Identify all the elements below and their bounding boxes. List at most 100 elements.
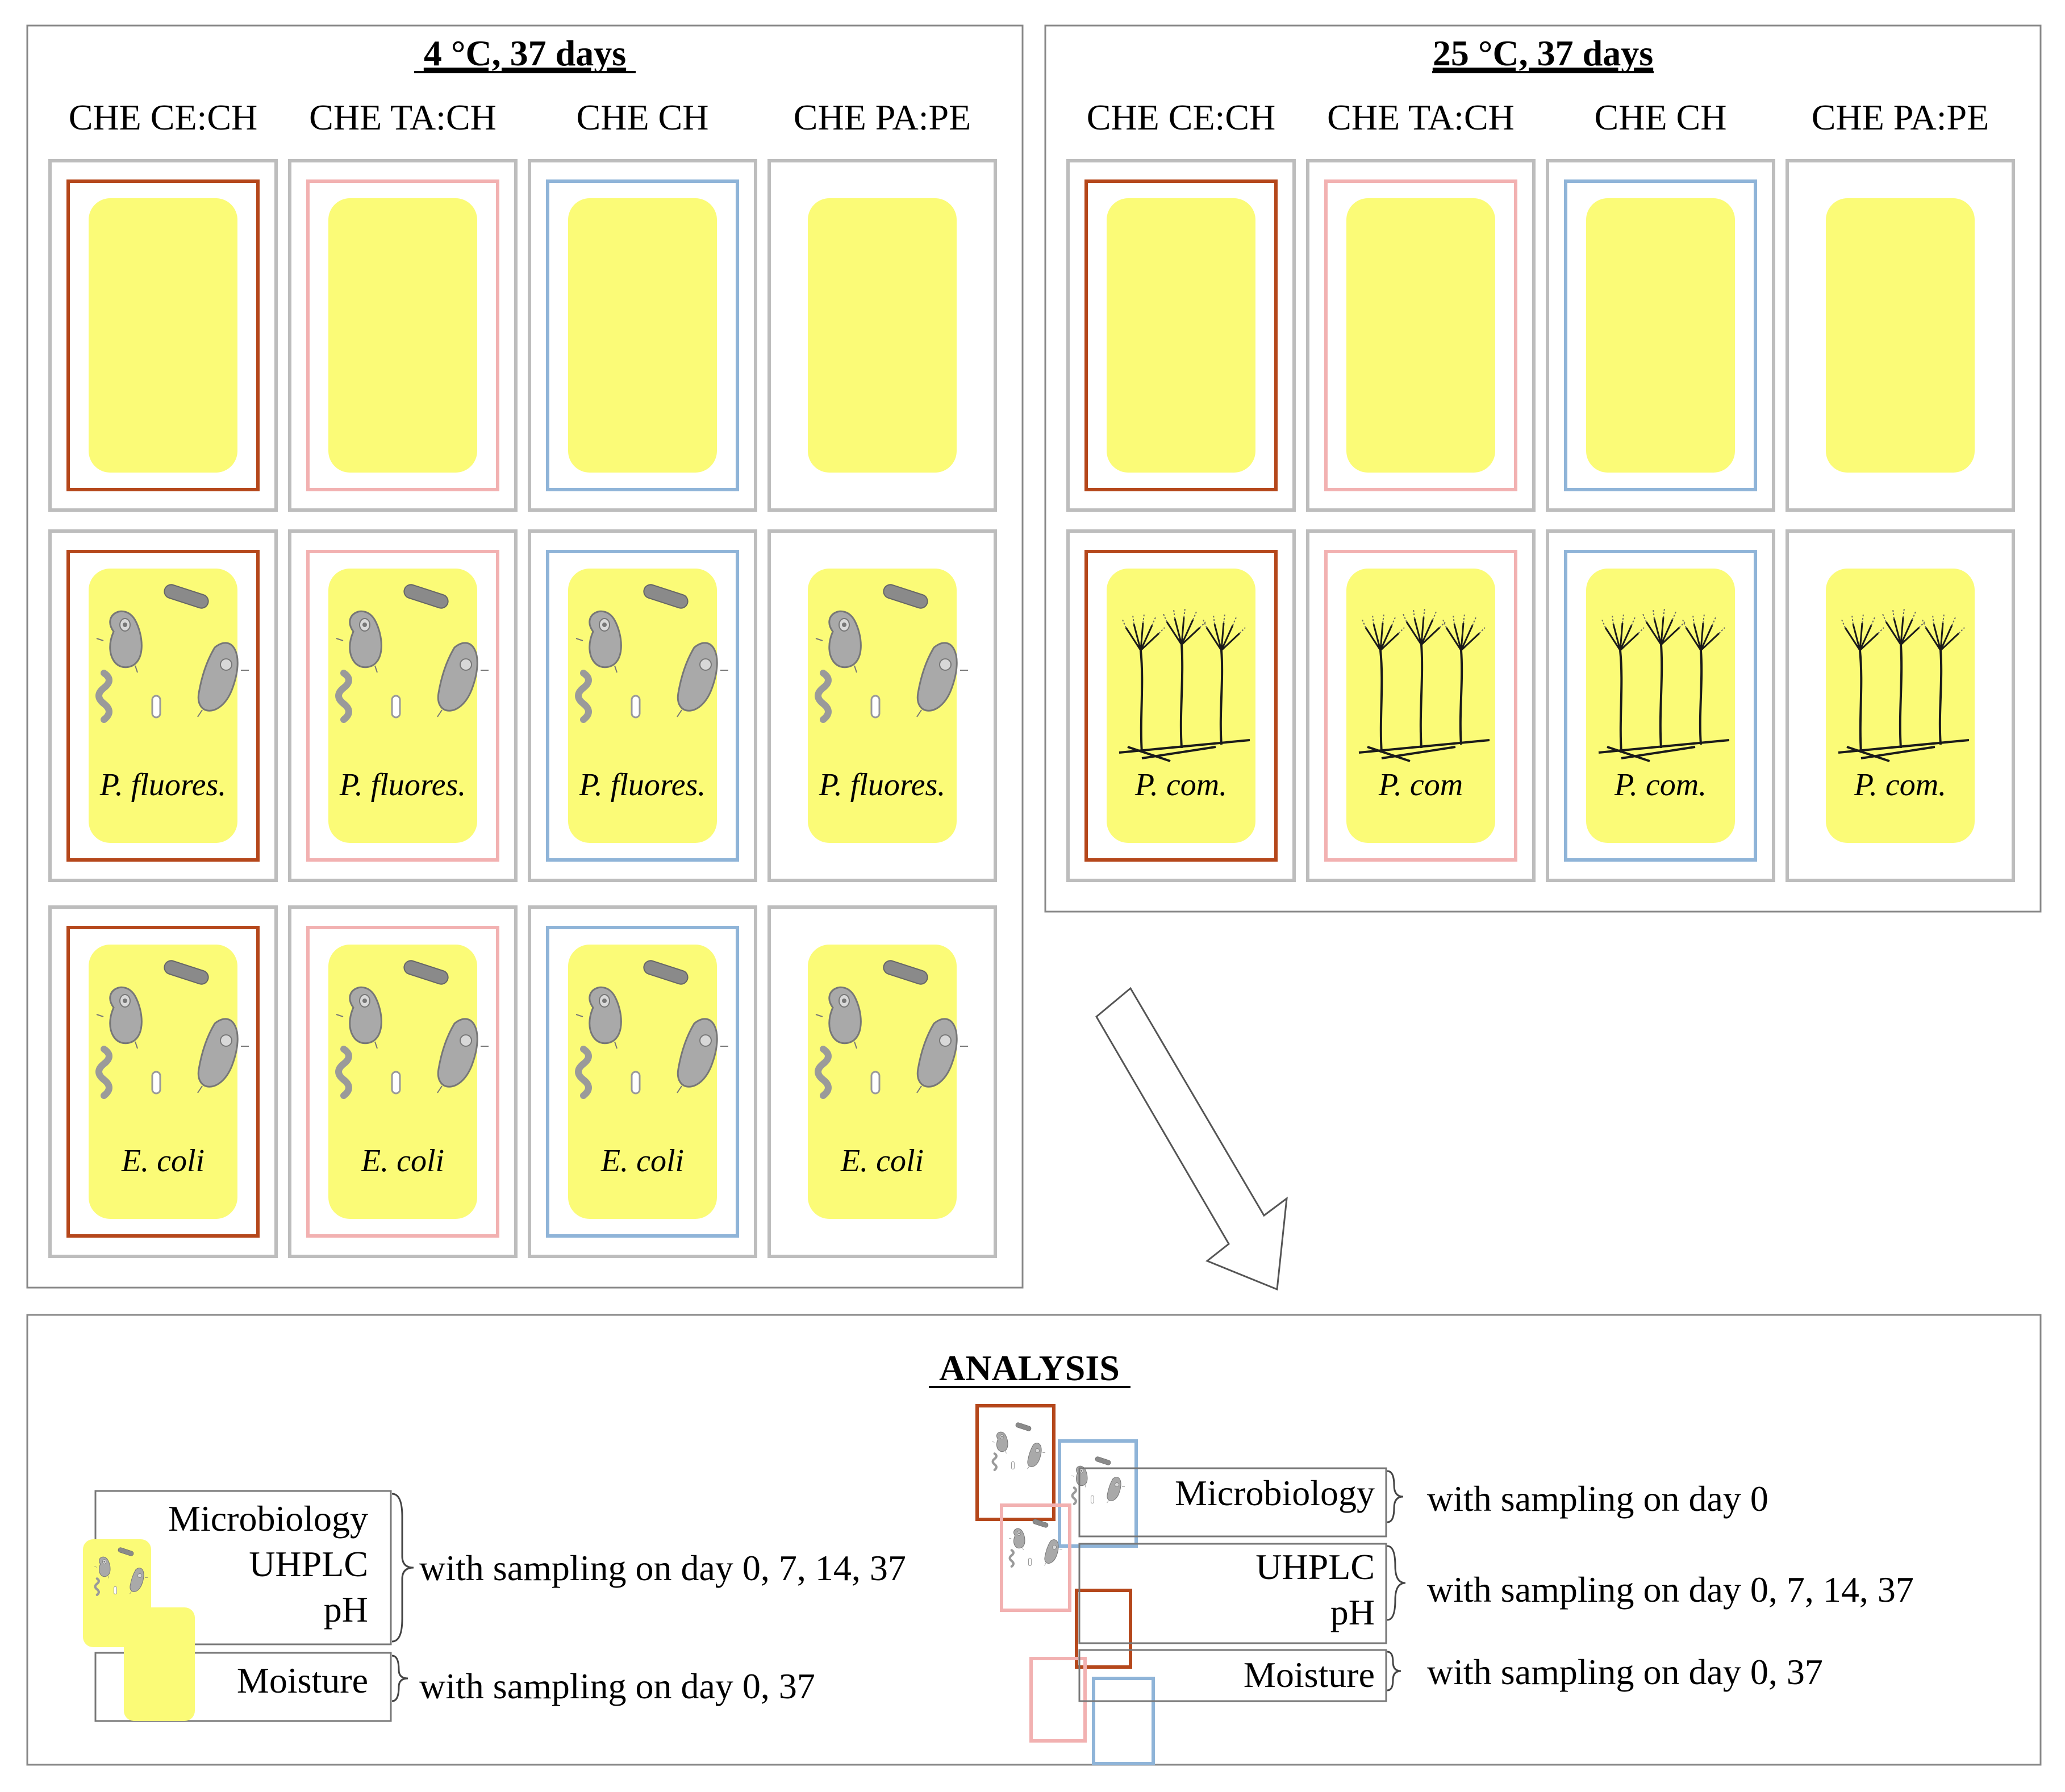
analysis-item: UHPLC: [249, 1544, 368, 1584]
sampling-note: with sampling on day 0, 37: [419, 1666, 815, 1706]
panel-frame: [26, 24, 1024, 1289]
column-label: CHE PA:PE: [794, 97, 971, 137]
organism-label: E. coli: [361, 1143, 444, 1179]
column-label: CHE CE:CH: [1087, 97, 1275, 137]
bacteria-icon: [1009, 1519, 1062, 1567]
package-outer: [288, 529, 518, 882]
analysis-item: Moisture: [237, 1660, 368, 1701]
organism-label: P. com.: [1134, 767, 1227, 803]
package-outer: [1066, 529, 1296, 882]
package-cell: E. coli: [767, 905, 997, 1258]
cheese-sample: [124, 1607, 195, 1721]
sampling-note: with sampling on day 0, 7, 14, 37: [1427, 1569, 1914, 1610]
package-cell: [767, 159, 997, 512]
cheese-sample: [808, 198, 957, 473]
organism-label: E. coli: [840, 1143, 924, 1179]
cheese-sample: [1826, 198, 1975, 473]
column-label: CHE PA:PE: [1812, 97, 1989, 137]
package-outer: [48, 905, 278, 1258]
analysis-box-right-3: [1078, 1649, 1387, 1702]
brace: [391, 1493, 414, 1643]
coating-frame: [306, 179, 499, 491]
coating-frame: [1564, 550, 1757, 862]
cheese-sample: [568, 198, 717, 473]
package-cell: E. coli: [288, 905, 518, 1258]
package-outer: [1066, 159, 1296, 512]
cheese-sample: [1586, 198, 1735, 473]
coating-frame: [306, 926, 499, 1238]
organism-label: E. coli: [121, 1143, 205, 1179]
analysis-item: Microbiology: [1175, 1473, 1375, 1513]
package-cell: P. fluores.: [48, 529, 278, 882]
package-cell: P. com.: [1066, 529, 1296, 882]
sampling-note: with sampling on day 0: [1427, 1478, 1768, 1519]
package-cell: P. com: [1306, 529, 1536, 882]
column-label: CHE CH: [577, 97, 709, 137]
coating-frame: [66, 550, 260, 862]
coating-frame: [546, 926, 739, 1238]
package-outer: [288, 905, 518, 1258]
organism-label: E. coli: [600, 1143, 684, 1179]
coating-frame: [66, 926, 260, 1238]
coating-frame: [1324, 550, 1517, 862]
package-cell: [48, 159, 278, 512]
panel-frame: [1044, 24, 2042, 913]
package-cell: [1306, 159, 1536, 512]
cheese-sample: [328, 198, 477, 473]
package-outer: [528, 159, 757, 512]
coating-frame: [1058, 1439, 1138, 1548]
organism-label: P. fluores.: [339, 767, 466, 803]
analysis-box-left-2: [94, 1652, 392, 1722]
package-outer: [1786, 159, 2015, 512]
package-cell: P. com.: [1786, 529, 2015, 882]
analysis-item: Microbiology: [168, 1498, 368, 1539]
analysis-item: pH: [1330, 1592, 1375, 1632]
brace: [1387, 1470, 1404, 1523]
package-outer: [48, 159, 278, 512]
sampling-note: with sampling on day 0, 37: [1427, 1652, 1823, 1692]
analysis-title: ANALYSIS: [939, 1348, 1120, 1388]
package-cell: E. coli: [528, 905, 757, 1258]
analysis-box-right-2: [1078, 1543, 1387, 1644]
coating-frame: [1092, 1677, 1155, 1765]
package-outer: [1546, 159, 1775, 512]
package-outer: [1546, 529, 1775, 882]
coating-frame: [1029, 1657, 1087, 1743]
package-cell: [1786, 159, 2015, 512]
organism-label: P. fluores.: [99, 767, 226, 803]
package-outer: [767, 905, 997, 1258]
analysis-item: UHPLC: [1255, 1547, 1375, 1587]
package-cell: P. fluores.: [767, 529, 997, 882]
coating-frame: [1084, 179, 1278, 491]
panel-title: 4 °C, 37 days: [424, 33, 626, 73]
analysis-item: Moisture: [1244, 1655, 1375, 1695]
coating-frame: [66, 179, 260, 491]
column-label: CHE TA:CH: [309, 97, 497, 137]
coating-frame: [1324, 179, 1517, 491]
package-cell: [1546, 159, 1775, 512]
cheese-sample: [1107, 198, 1255, 473]
coating-frame: [1000, 1503, 1071, 1612]
coating-frame: [1075, 1589, 1132, 1669]
package-outer: [528, 529, 757, 882]
package-cell: [1066, 159, 1296, 512]
organism-label: P. com.: [1614, 767, 1707, 803]
cheese-sample: [1346, 198, 1495, 473]
package-cell: [288, 159, 518, 512]
flow-arrow: [1095, 987, 1288, 1291]
package-outer: [528, 905, 757, 1258]
sampling-note: with sampling on day 0, 7, 14, 37: [419, 1548, 906, 1588]
organism-label: P. com.: [1854, 767, 1946, 803]
cheese-sample: [89, 198, 237, 473]
coating-frame: [1564, 179, 1757, 491]
package-outer: [767, 159, 997, 512]
brace: [391, 1655, 408, 1702]
brace: [1387, 1545, 1406, 1621]
column-label: CHE TA:CH: [1327, 97, 1515, 137]
package-cell: P. fluores.: [528, 529, 757, 882]
package-cell: [528, 159, 757, 512]
organism-label: P. fluores.: [819, 767, 945, 803]
